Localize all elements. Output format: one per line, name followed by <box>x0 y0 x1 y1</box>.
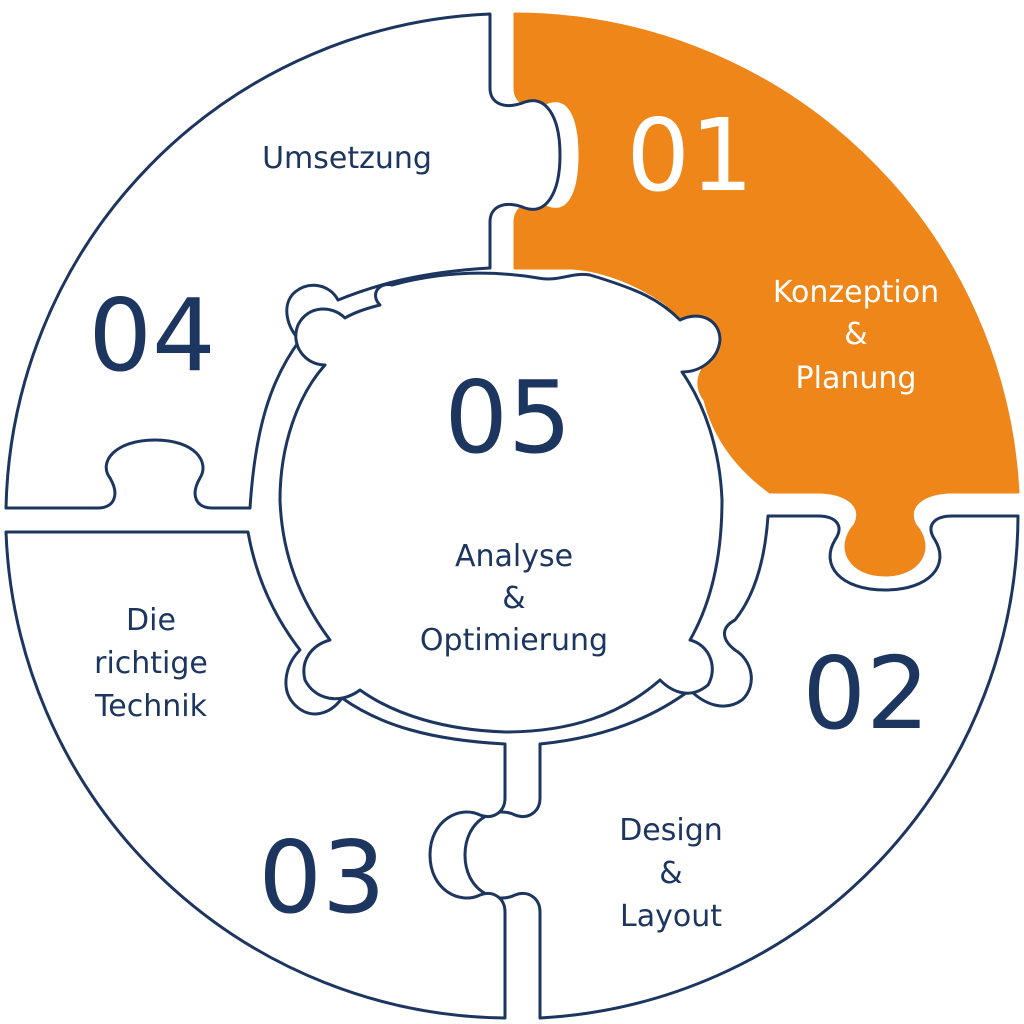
umsetzung-label: Umsetzung <box>262 141 432 176</box>
puzzle-piece-02 <box>463 514 1020 1020</box>
step-labels: Konzeption & Planung Umsetzung Die richt… <box>94 141 939 934</box>
step-numbers: 01 02 03 04 05 <box>88 97 929 936</box>
puzzle-piece-01 <box>513 12 1020 577</box>
puzzle-piece-05 <box>278 271 724 734</box>
step-number-01: 01 <box>626 97 753 214</box>
puzzle-piece-03 <box>4 530 507 1020</box>
step-label-04-line-2: richtige <box>94 646 208 681</box>
step-label-03-line-1: Design <box>619 813 723 848</box>
step-label-05-line-1: Analyse <box>455 539 573 574</box>
step-label-01-line-2: & <box>844 317 867 352</box>
step-label-01-line-3: Planung <box>796 361 917 396</box>
step-label-03-line-2: & <box>659 856 682 891</box>
step-label-01-line-1: Konzeption <box>773 275 939 310</box>
step-label-05-line-3: Optimierung <box>420 623 608 658</box>
puzzle-piece-shapes <box>4 12 1020 1020</box>
step-number-04: 04 <box>88 277 215 394</box>
step-label-03-line-3: Layout <box>620 899 722 934</box>
step-number-02: 02 <box>802 635 929 752</box>
step-label-04-line-1: Die <box>126 603 176 638</box>
step-number-03: 03 <box>258 819 385 936</box>
step-label-05-line-2: & <box>502 581 525 616</box>
step-label-04-line-3: Technik <box>94 689 208 724</box>
puzzle-piece-04 <box>4 12 562 510</box>
step-number-05: 05 <box>444 359 571 476</box>
